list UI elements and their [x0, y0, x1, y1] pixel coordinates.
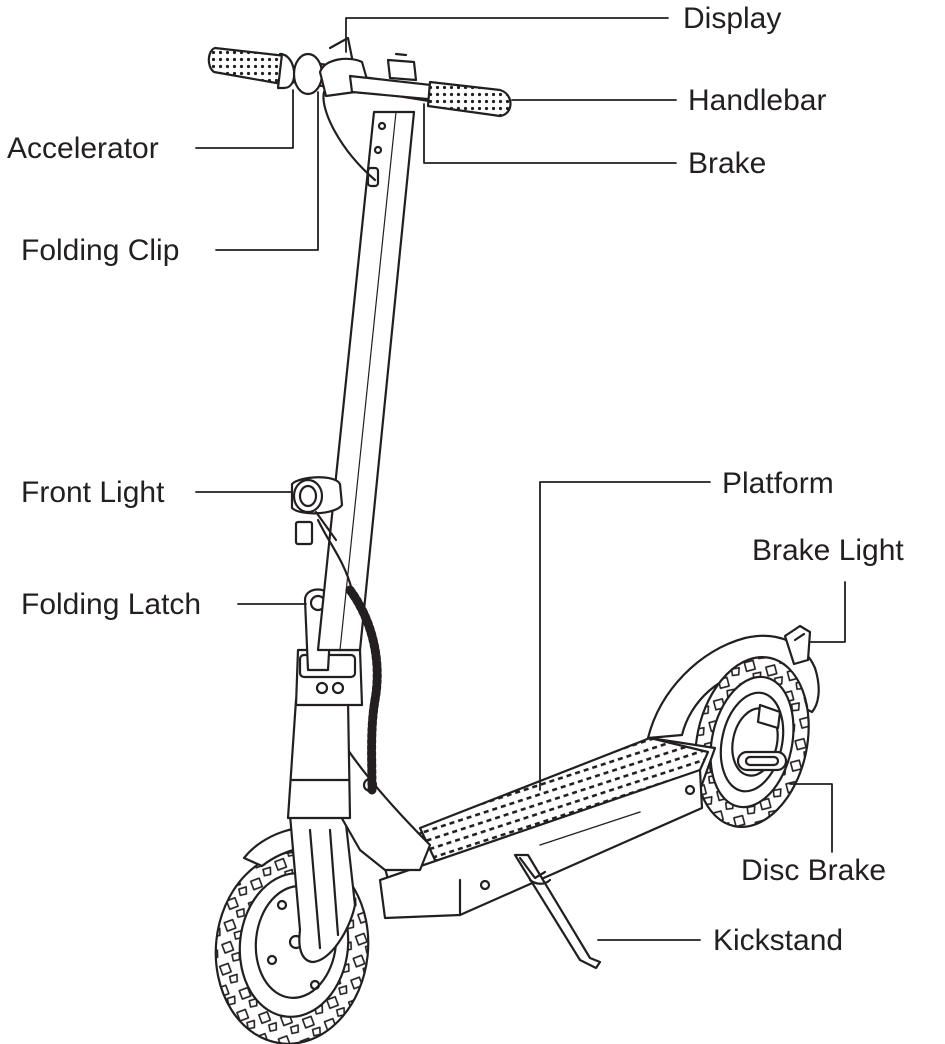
- brake-leader: [423, 103, 677, 164]
- folding-clip-leader: [215, 91, 319, 251]
- label-platform: Platform: [722, 467, 834, 500]
- brake-light-shape: [783, 624, 812, 666]
- disc-brake-leader: [789, 783, 833, 853]
- head-tube: [286, 698, 352, 820]
- label-folding-latch: Folding Latch: [21, 588, 202, 621]
- label-brake-light: Brake Light: [752, 534, 904, 567]
- deck: [378, 736, 717, 920]
- display-leader: [345, 17, 669, 53]
- label-handlebar: Handlebar: [688, 84, 827, 117]
- label-disc-brake: Disc Brake: [741, 854, 887, 887]
- stem: [316, 110, 416, 652]
- accelerator-leader: [195, 89, 294, 149]
- label-front-light: Front Light: [21, 476, 165, 509]
- rear-wheel: [694, 656, 810, 828]
- platform-leader: [539, 481, 711, 791]
- kickstand-shape: [513, 853, 602, 970]
- coiled-cable: [345, 585, 382, 795]
- label-display: Display: [683, 2, 782, 35]
- label-brake: Brake: [688, 147, 767, 180]
- label-kickstand: Kickstand: [713, 924, 844, 957]
- fork: [288, 813, 357, 964]
- handlebar-shape: [207, 36, 512, 182]
- label-accelerator: Accelerator: [7, 132, 159, 165]
- scooter-illustration: [207, 36, 820, 1044]
- label-folding-clip: Folding Clip: [21, 234, 180, 267]
- leader-lines: [195, 17, 846, 941]
- front-light-shape: [290, 476, 344, 546]
- brake-light-leader: [809, 581, 846, 643]
